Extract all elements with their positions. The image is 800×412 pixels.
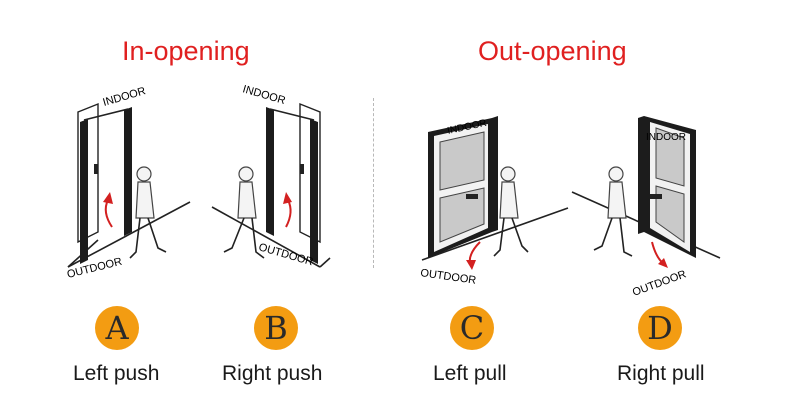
out-opening-title: Out-opening	[478, 36, 627, 66]
outdoor-label: OUTDOOR	[66, 256, 124, 281]
caption-left-push: Left push	[73, 362, 160, 385]
indoor-label: INDOOR	[646, 132, 686, 143]
indoor-label: INDOOR	[102, 85, 148, 109]
scene-left-push: INDOOR OUTDOOR	[40, 82, 240, 282]
in-opening-title: In-opening	[122, 36, 250, 66]
caption-left-pull: Left pull	[433, 362, 507, 385]
badge-c: C	[450, 306, 494, 350]
door-illustration-right-pull: INDOOR OUTDOOR	[571, 116, 721, 299]
badge-d: D	[638, 306, 682, 350]
scene-right-pull: INDOOR OUTDOOR	[564, 82, 764, 299]
door-illustration-left-push: INDOOR OUTDOOR	[66, 85, 191, 281]
outdoor-label: OUTDOOR	[257, 241, 314, 268]
badge-b: B	[254, 306, 298, 350]
badge-a: A	[95, 306, 139, 350]
scene-left-pull: INDOOR OUTDOOR	[408, 82, 608, 287]
indoor-label: INDOOR	[241, 83, 287, 107]
outdoor-label: OUTDOOR	[420, 267, 477, 287]
door-illustration-right-push: INDOOR OUTDOOR	[211, 83, 331, 268]
scene-right-push: INDOOR OUTDOOR	[200, 82, 400, 282]
caption-right-pull: Right pull	[617, 362, 705, 385]
outdoor-label: OUTDOOR	[631, 268, 688, 299]
caption-right-push: Right push	[222, 362, 323, 385]
section-divider	[373, 98, 374, 268]
door-illustration-left-pull: INDOOR OUTDOOR	[420, 116, 569, 287]
